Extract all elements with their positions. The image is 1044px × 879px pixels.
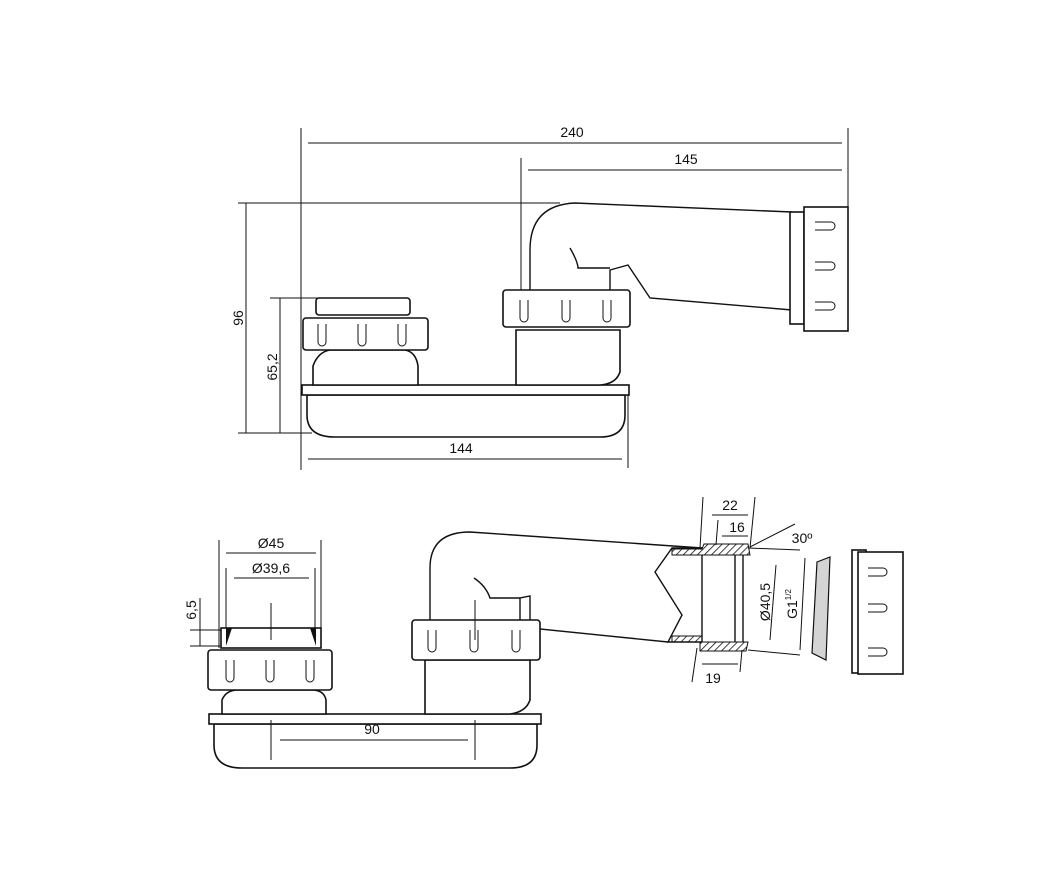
riser-nut-top — [502, 289, 631, 328]
dim-label-cap-height: 6,5 — [183, 600, 199, 620]
dim-label-socket-length: 19 — [705, 670, 721, 686]
dimension-144: 144 — [308, 395, 629, 468]
dimension-16: 16 — [715, 519, 748, 546]
dim-label-outer-diameter: Ø45 — [258, 535, 285, 551]
riser-nut-bottom — [411, 600, 541, 661]
end-cap-top — [789, 206, 849, 332]
dim-label-pipe-diameter: Ø40,5 — [757, 583, 773, 621]
dimension-22: 22 — [699, 496, 756, 549]
dim-label-base-length: 144 — [449, 440, 473, 456]
thread-spec-main: G1 — [784, 600, 800, 619]
dimension-d39-6: Ø39,6 — [225, 560, 316, 628]
dim-label-overall-length: 240 — [560, 124, 584, 140]
bottom-view: Ø45 Ø39,6 6,5 — [183, 496, 904, 769]
dimension-d40-5: Ø40,5 — [757, 564, 777, 641]
dim-label-riser-to-end: 145 — [674, 151, 698, 167]
trap-body-top — [301, 202, 849, 438]
trap-body-bottom — [207, 531, 703, 769]
dimension-30deg: 30º — [749, 523, 813, 548]
outlet-cap-bottom — [207, 603, 333, 691]
thread-section — [671, 543, 801, 656]
dim-label-outlet-height: 65,2 — [264, 353, 280, 380]
dim-label-center-distance: 90 — [364, 721, 380, 737]
dim-label-thread-spec: G11/2 — [784, 589, 800, 619]
dimension-90: 90 — [270, 720, 476, 760]
dim-label-inner-diameter: Ø39,6 — [252, 560, 290, 576]
end-cap-bottom — [851, 549, 904, 675]
dim-label-overall-height: 96 — [230, 310, 246, 326]
dim-label-chamfer-angle: 30º — [792, 530, 813, 546]
outlet-cap-top — [302, 297, 429, 351]
dim-label-thread-inner-length: 16 — [729, 519, 745, 535]
dimension-19: 19 — [691, 647, 743, 686]
gasket — [811, 556, 831, 661]
dim-label-thread-length: 22 — [722, 497, 738, 513]
dimension-96: 96 — [230, 202, 560, 434]
dimension-240: 240 — [300, 124, 849, 470]
dimension-thread-spec: G11/2 — [784, 557, 806, 651]
dimension-65-2: 65,2 — [264, 297, 318, 433]
thread-spec-fraction: 1/2 — [784, 589, 793, 601]
dimension-145: 145 — [520, 151, 842, 290]
top-view: 240 145 96 65,2 144 — [230, 124, 849, 470]
